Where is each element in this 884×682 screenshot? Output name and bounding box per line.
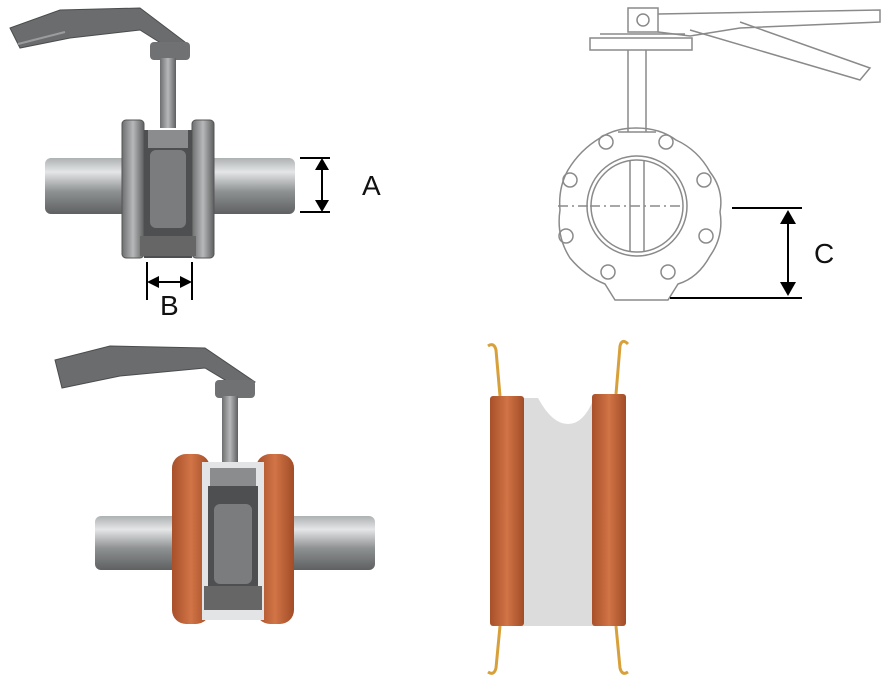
dimension-b bbox=[146, 262, 193, 300]
butterfly-valve-icon bbox=[54, 345, 375, 624]
dimension-a-label: A bbox=[362, 170, 381, 201]
jacket-core bbox=[518, 398, 604, 626]
insulation-jacket-right bbox=[256, 454, 294, 624]
dimension-c bbox=[670, 207, 802, 299]
jacket-band-left bbox=[490, 396, 524, 626]
hook-icon bbox=[487, 339, 630, 675]
valve-line-drawing-view: C bbox=[440, 0, 884, 330]
valve-stem bbox=[160, 58, 176, 128]
butterfly-valve-icon bbox=[9, 7, 330, 300]
dimension-b-label: B bbox=[160, 290, 179, 321]
butterfly-valve-icon bbox=[558, 7, 881, 301]
lever-handle-icon bbox=[589, 7, 881, 81]
insulation-jacket-view bbox=[440, 336, 884, 682]
valve-dimension-view: A B bbox=[0, 0, 420, 330]
dimension-a bbox=[300, 157, 330, 213]
jacket-band-right bbox=[592, 394, 626, 626]
valve-stem bbox=[222, 396, 238, 462]
dimension-c-label: C bbox=[814, 238, 835, 269]
insulated-valve-view bbox=[0, 336, 420, 682]
insulation-jacket bbox=[487, 339, 630, 675]
insulation-jacket-left bbox=[172, 454, 210, 624]
